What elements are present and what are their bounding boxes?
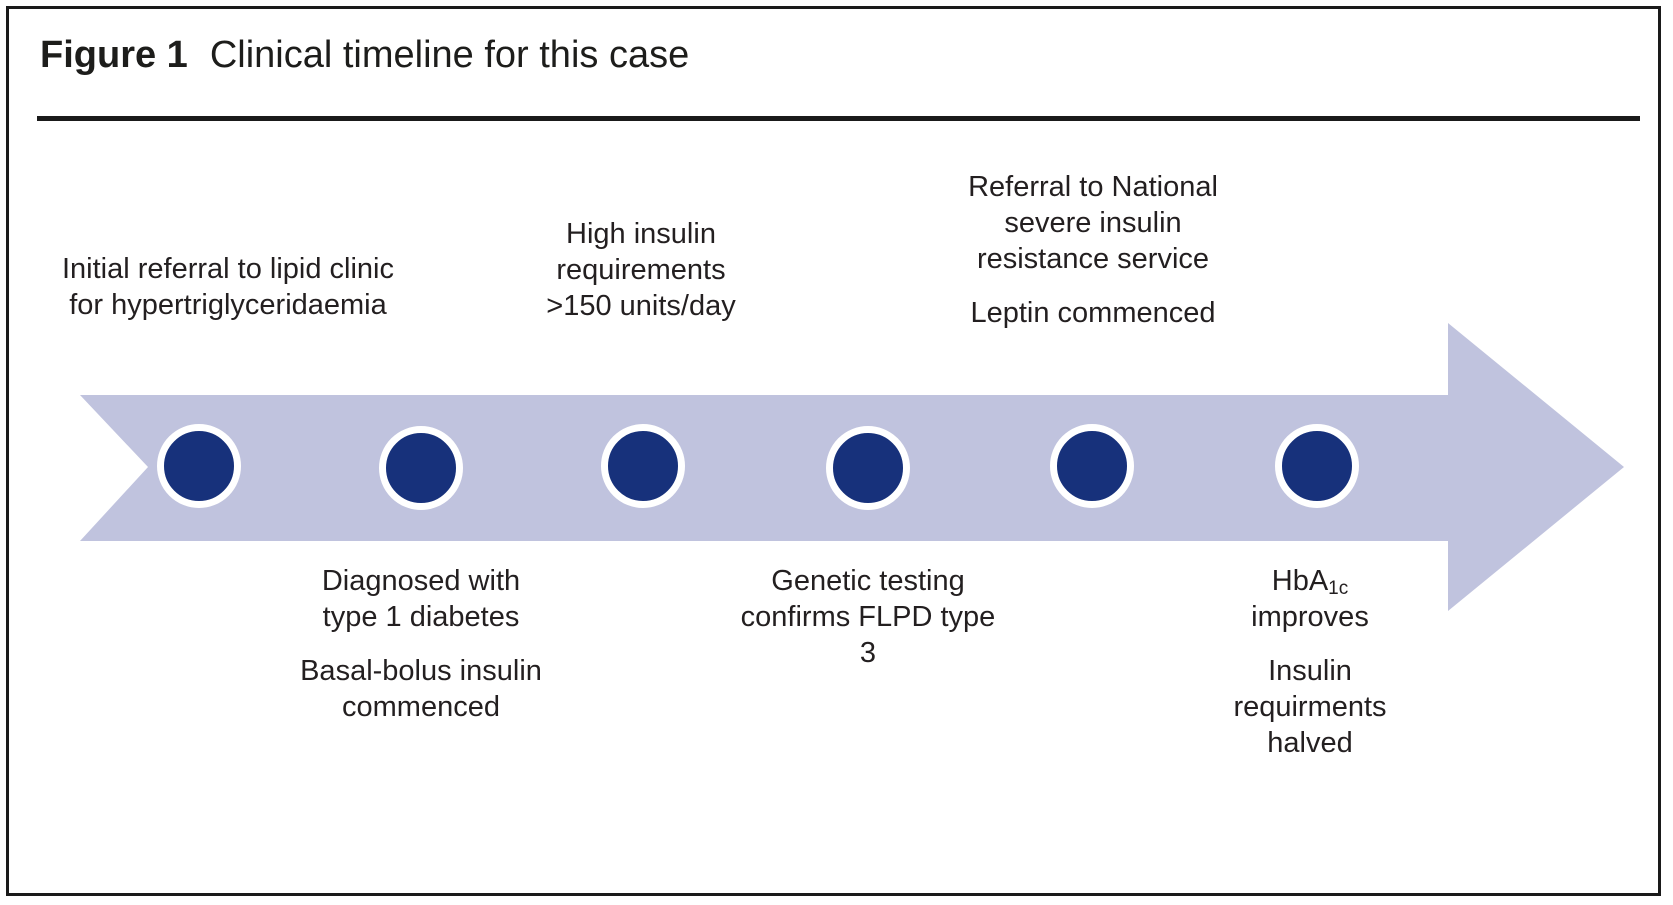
- event-5-text-1: Referral to National severe insulin resi…: [968, 171, 1218, 275]
- timeline-dot-2: [379, 426, 463, 510]
- timeline-dot-3: [601, 424, 685, 508]
- event-5-label: Referral to National severe insulin resi…: [938, 169, 1248, 331]
- hba-base: HbA: [1271, 565, 1329, 597]
- event-6-text-1: HbA1c improves: [1198, 563, 1422, 635]
- timeline-dot-1: [157, 424, 241, 508]
- event-2-label: Diagnosed with type 1 diabetes Basal-bol…: [300, 563, 542, 725]
- event-3-text: High insulin requirements >150 units/day: [546, 218, 736, 322]
- event-6-text-2: Insulin requirments halved: [1233, 655, 1387, 759]
- event-4-text: Genetic testing confirms FLPD type 3: [740, 565, 996, 669]
- event-6-label: HbA1c improves Insulin requirments halve…: [1198, 563, 1422, 761]
- event-2-text-1: Diagnosed with type 1 diabetes: [321, 565, 521, 633]
- hba-subscript: 1c: [1328, 578, 1349, 599]
- figure-label: Figure 1: [40, 34, 188, 76]
- event-3-label: High insulin requirements >150 units/day: [531, 216, 751, 324]
- figure-frame: [6, 6, 1661, 896]
- figure-header: Figure 1 Clinical timeline for this case: [40, 34, 689, 88]
- event-2-text-2: Basal-bolus insulin commenced: [300, 655, 542, 723]
- timeline-dot-5: [1050, 424, 1134, 508]
- event-4-label: Genetic testing confirms FLPD type 3: [733, 563, 1003, 671]
- timeline-dot-4: [826, 426, 910, 510]
- title-rule: [37, 116, 1640, 121]
- event-1-label: Initial referral to lipid clinic for hyp…: [58, 251, 398, 323]
- hba-rest: improves: [1251, 601, 1369, 633]
- event-1-text: Initial referral to lipid clinic for hyp…: [61, 253, 394, 321]
- figure-title: Clinical timeline for this case: [209, 34, 690, 76]
- timeline-dot-6: [1275, 424, 1359, 508]
- event-5-text-2: Leptin commenced: [970, 297, 1216, 329]
